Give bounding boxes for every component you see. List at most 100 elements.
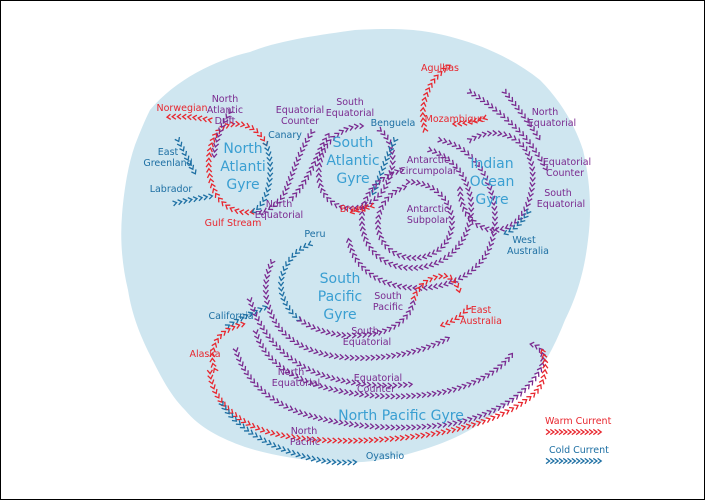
chevrons-south-pacific-warm: [410, 272, 462, 301]
legend-chevron: [549, 428, 556, 436]
legend-chevron: [584, 457, 590, 465]
chevrons-north-equatorial-ind: [466, 88, 548, 171]
chevrons-antarctic-inner: [374, 178, 456, 262]
legend-chevron: [592, 457, 599, 465]
label-east-greenland-1: East: [158, 147, 179, 158]
gyre-south-pacific-line3: Gyre: [323, 307, 356, 323]
chevrons-south-atlantic-loop: [315, 122, 396, 212]
label-south-equatorial-pac-2: Equatorial: [343, 337, 391, 348]
legend-cold-label: Cold Current: [549, 445, 609, 456]
label-labrador: Labrador: [150, 184, 193, 195]
legend-chevron: [592, 428, 599, 436]
label-north-atlantic-drift-1: North: [212, 94, 239, 105]
gyre-south-atlantic-line1: South: [333, 135, 374, 151]
label-gulf-stream: Gulf Stream: [205, 218, 262, 229]
legend-chevron: [588, 428, 594, 436]
gyre-south-atlantic-line2: Atlantic: [326, 153, 379, 169]
label-equatorial-counter-pac-2: Counter: [357, 384, 395, 395]
chevrons-south-pacific-loop: [296, 299, 416, 339]
label-north-equatorial-atl-1: North: [266, 199, 293, 210]
label-south-equatorial-ind-2: Equatorial: [537, 199, 585, 210]
gyre-north-atlantic-line3: Gyre: [226, 177, 259, 193]
legend-warm-label: Warm Current: [545, 416, 612, 427]
legend-chevron: [554, 457, 560, 465]
label-north-atlantic-drift-3: Drift: [215, 116, 236, 127]
chevrons-indian-loop: [456, 129, 536, 234]
chevrons-equatorial-counter-atl: [258, 128, 316, 216]
label-oyashio: Oyashio: [366, 451, 405, 462]
label-north-equatorial-ind-2: Equatorial: [528, 118, 576, 129]
legend-chevron: [562, 457, 568, 465]
chevrons-antarctic-outer: [358, 146, 475, 272]
label-south-equatorial-atl-2: Equatorial: [326, 108, 374, 119]
label-south-equatorial-pac-1: South: [351, 326, 379, 337]
chevrons-brazil: [349, 202, 375, 215]
label-alaska: Alaska: [189, 349, 220, 360]
chevrons-equatorial-counter-ind: [501, 88, 541, 141]
legend-chevron: [597, 428, 603, 436]
legend-chevron: [567, 428, 573, 436]
legend-chevron: [580, 428, 586, 436]
legend-chevron: [545, 457, 551, 465]
legend-chevron: [588, 457, 594, 465]
label-south-equatorial-atl-1: South: [336, 97, 364, 108]
gyre-indian-line3: Gyre: [475, 192, 508, 208]
legend-chevron: [584, 428, 590, 436]
label-south-pacific-2: Pacific: [373, 302, 403, 313]
chevrons-mozambique: [451, 114, 488, 127]
current-labels: Norwegian North Atlantic Drift East Gree…: [143, 63, 591, 462]
legend: Warm Current Cold Current: [545, 416, 612, 465]
label-norwegian: Norwegian: [157, 103, 208, 114]
label-canary: Canary: [268, 130, 302, 141]
label-equatorial-counter-ind-1: Equatorial: [543, 157, 591, 168]
chevrons-agulhas: [419, 64, 451, 133]
chevrons-labrador: [172, 193, 214, 207]
chevrons-canary: [251, 141, 274, 214]
label-california: California: [208, 311, 253, 322]
gyre-south-pacific-line1: South: [320, 271, 361, 287]
chevrons-south-equatorial-pac: [262, 258, 451, 362]
legend-chevron: [575, 457, 581, 465]
chevrons-norwegian: [165, 113, 213, 124]
legend-chevron: [562, 428, 568, 436]
legend-warm-swatch: [545, 428, 603, 436]
chevrons-oyashio: [218, 400, 358, 466]
label-east-greenland-2: Greenland: [143, 158, 192, 169]
label-antarctic-circumpolar-2: Circumpolar: [399, 166, 457, 177]
gyre-indian-line1: Indian: [470, 156, 513, 172]
gyre-south-atlantic-line3: Gyre: [336, 171, 369, 187]
label-north-equatorial-atl-2: Equatorial: [255, 210, 303, 221]
label-equatorial-counter-ind-2: Counter: [546, 168, 584, 179]
label-south-pacific-1: South: [374, 291, 402, 302]
gyre-north-pacific: North Pacific Gyre: [338, 408, 464, 424]
label-brazil: Brazil: [340, 204, 367, 215]
legend-chevron: [575, 428, 581, 436]
chevrons-east-australia: [439, 304, 472, 328]
label-mozambique: Mozambique: [425, 114, 486, 125]
label-equatorial-counter-atl-2: Counter: [281, 116, 319, 127]
gyre-north-atlantic-line1: North: [223, 141, 262, 157]
label-north-equatorial-pac-1: North: [278, 367, 305, 378]
legend-chevron: [580, 457, 586, 465]
legend-chevron: [554, 428, 560, 436]
label-peru: Peru: [304, 229, 325, 240]
legend-chevron: [571, 428, 577, 436]
gyre-indian-line2: Ocean: [470, 174, 515, 190]
label-west-australia-1: West: [512, 235, 536, 246]
legend-chevron: [558, 428, 564, 436]
legend-chevron: [549, 457, 556, 465]
chevrons-north-atlantic-drift: [211, 108, 234, 159]
label-east-australia-2: Australia: [460, 316, 502, 327]
label-east-australia-1: East: [471, 305, 492, 316]
label-north-atlantic-drift-2: Atlantic: [207, 105, 243, 116]
chevrons-equatorial-counter-pac: [252, 329, 514, 400]
label-antarctic-circumpolar-1: Antarctic: [407, 155, 450, 166]
legend-chevron: [558, 457, 564, 465]
label-south-equatorial-ind-1: South: [544, 188, 572, 199]
chevrons-north-equatorial-pac: [232, 341, 547, 431]
legend-chevron: [545, 428, 551, 436]
label-antarctic-subpolar-1: Antarctic: [407, 204, 450, 215]
label-north-pacific-2: Pacific: [290, 437, 320, 448]
gyre-labels: North Atlanti Gyre South Atlantic Gyre I…: [220, 135, 514, 424]
